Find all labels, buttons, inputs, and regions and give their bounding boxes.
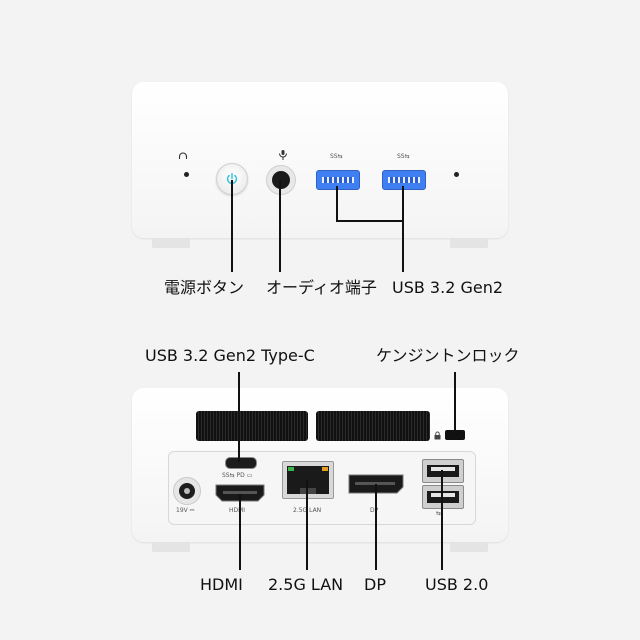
hdmi-port[interactable] <box>215 484 265 502</box>
usb-a-port-front-right[interactable] <box>382 170 426 190</box>
front-foot-right <box>450 238 488 248</box>
label-kensington: ケンジントンロック <box>376 346 520 365</box>
callout-line-hdmi <box>239 494 241 570</box>
power-button[interactable] <box>216 163 248 195</box>
lan-led-green <box>288 467 294 471</box>
callout-line-kensington <box>454 372 456 434</box>
lock-icon <box>434 431 441 440</box>
front-led-right <box>454 172 459 177</box>
callout-line-usb-bridge <box>336 220 404 222</box>
front-led-left <box>184 172 189 177</box>
rear-foot-right <box>450 542 488 552</box>
label-audio-jack: オーディオ端子 <box>266 278 377 297</box>
usb2-port-label: ⇆ <box>436 510 442 517</box>
audio-jack[interactable] <box>266 165 296 195</box>
front-chassis <box>132 82 508 238</box>
rear-foot-left <box>152 542 190 552</box>
callout-line-usb-left <box>336 186 338 222</box>
microphone-icon <box>279 150 287 160</box>
typec-port-label: SS⇆ PD ▭ <box>222 472 253 479</box>
headphone-icon <box>178 152 188 159</box>
callout-line-power <box>231 180 233 272</box>
label-usb-front: USB 3.2 Gen2 <box>392 278 504 297</box>
callout-line-usb-right <box>402 186 404 272</box>
lan-port[interactable] <box>282 461 334 499</box>
label-power-button: 電源ボタン <box>164 278 245 297</box>
label-usb-typec: USB 3.2 Gen2 Type-C <box>145 346 315 365</box>
usb-a-port-rear-top[interactable] <box>422 459 464 483</box>
dc-power-jack[interactable] <box>173 477 201 505</box>
usb-a-port-rear-bottom[interactable] <box>422 485 464 509</box>
vent-right <box>316 411 430 441</box>
label-lan: 2.5G LAN <box>268 575 344 594</box>
label-hdmi: HDMI <box>200 575 243 594</box>
usb-a-port-front-left[interactable] <box>316 170 360 190</box>
label-usb2: USB 2.0 <box>425 575 489 594</box>
dc-port-label: 19V ⎓ <box>176 507 195 514</box>
usb-mark-right: SS⇆ <box>397 153 410 160</box>
callout-line-dp <box>375 484 377 570</box>
usb-mark-left: SS⇆ <box>330 153 343 160</box>
callout-line-lan <box>306 480 308 570</box>
dp-port-label: DP <box>370 507 378 515</box>
kensington-slot[interactable] <box>445 430 465 440</box>
label-dp: DP <box>364 575 386 594</box>
hdmi-port-label: HDMI <box>229 507 246 514</box>
callout-line-usb2 <box>441 470 443 570</box>
lan-led-amber <box>322 467 328 471</box>
usb-typec-port[interactable] <box>225 457 257 469</box>
callout-line-typec <box>238 372 240 462</box>
callout-line-audio <box>279 180 281 272</box>
front-foot-left <box>152 238 190 248</box>
vent-left <box>196 411 308 441</box>
